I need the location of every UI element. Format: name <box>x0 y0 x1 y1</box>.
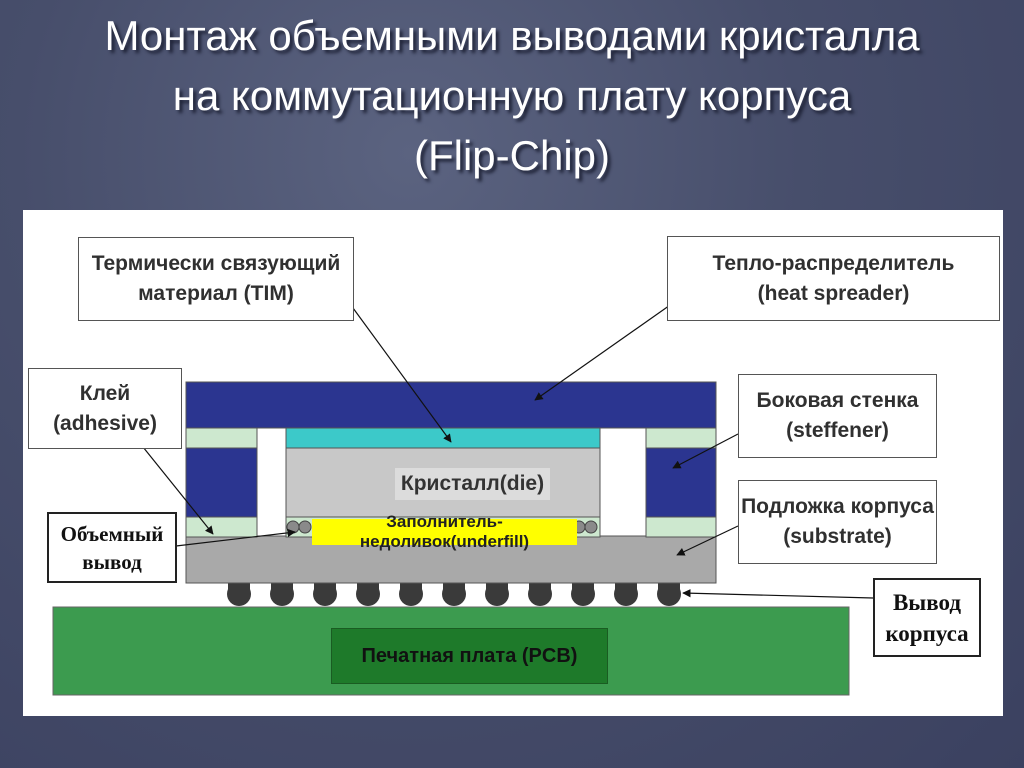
pointer-heat-spreader <box>534 302 674 401</box>
underfill-label: Заполнитель-недоливок(underfill) <box>312 512 577 551</box>
callout-package-pin-line2: корпуса <box>885 620 969 646</box>
package-ball <box>227 582 251 606</box>
package-ball <box>657 582 681 606</box>
package-ball <box>313 582 337 606</box>
package-ball <box>356 582 380 606</box>
callout-stiffener-line1: Боковая стенка <box>756 389 919 412</box>
pointer-substrate <box>676 525 739 556</box>
package-balls <box>227 582 681 606</box>
callout-adhesive-line1: Клей <box>79 381 131 405</box>
die-label: Кристалл(die) <box>395 468 550 500</box>
pcb-label-text: Печатная плата (PCB) <box>361 644 578 667</box>
heat-spreader-top <box>185 381 717 429</box>
callout-bump-line2: вывод <box>82 549 142 574</box>
callout-substrate: Подложка корпуса (substrate) <box>738 480 937 564</box>
bump <box>286 520 300 534</box>
adhesive-lower-left <box>185 516 258 538</box>
title-line-3: (Flip-Chip) <box>413 132 610 179</box>
slide-title: Монтаж объемными выводами кристалла на к… <box>0 6 1024 186</box>
bump <box>298 520 312 534</box>
callout-heat-spreader-line2: (heat spreader) <box>757 281 910 305</box>
title-line-2: на коммутационную плату корпуса <box>172 72 852 119</box>
title-line-1: Монтаж объемными выводами кристалла <box>104 12 920 59</box>
callout-stiffener-line2: (steffener) <box>786 419 889 442</box>
package-ball <box>614 582 638 606</box>
package-ball <box>442 582 466 606</box>
bump <box>584 520 598 534</box>
callout-heat-spreader: Тепло-распределитель (heat spreader) <box>667 236 1000 321</box>
underfill-label-text: Заполнитель-недоливок(underfill) <box>359 512 530 551</box>
callout-bump-line1: Объемный <box>60 521 164 546</box>
callout-tim: Термически связующий материал (TIM) <box>78 237 354 321</box>
callout-adhesive-line2: (adhesive) <box>53 411 157 435</box>
pointer-adhesive <box>142 446 214 535</box>
callout-heat-spreader-line1: Тепло-распределитель <box>712 251 955 275</box>
adhesive-lower-right <box>645 516 717 538</box>
adhesive-upper-left <box>185 427 258 449</box>
package-ball <box>270 582 294 606</box>
pcb-label: Печатная плата (PCB) <box>331 628 608 684</box>
pointer-stiffener <box>672 433 739 469</box>
pointer-package-pin <box>682 589 874 599</box>
callout-tim-line1: Термически связующий <box>91 252 341 275</box>
callout-package-pin: Вывод корпуса <box>873 578 981 657</box>
callout-adhesive: Клей (adhesive) <box>28 368 182 449</box>
stiffener-right <box>645 447 717 518</box>
callout-stiffener: Боковая стенка (steffener) <box>738 374 937 458</box>
pointer-bump <box>175 528 296 547</box>
adhesive-upper-right <box>645 427 717 449</box>
callout-bump: Объемный вывод <box>47 512 177 583</box>
package-ball <box>399 582 423 606</box>
package-ball <box>571 582 595 606</box>
callout-tim-line2: материал (TIM) <box>138 282 294 305</box>
package-ball <box>485 582 509 606</box>
callout-package-pin-line1: Вывод <box>892 589 962 615</box>
flip-chip-diagram: Кристалл(die) Заполнитель-недоливок(unde… <box>23 210 1003 716</box>
pointer-tim <box>352 307 452 443</box>
package-ball <box>528 582 552 606</box>
callout-substrate-line1: Подложка корпуса <box>741 495 934 518</box>
stiffener-left <box>185 447 258 518</box>
callout-substrate-line2: (substrate) <box>783 525 892 548</box>
die-label-text: Кристалл(die) <box>400 472 545 495</box>
